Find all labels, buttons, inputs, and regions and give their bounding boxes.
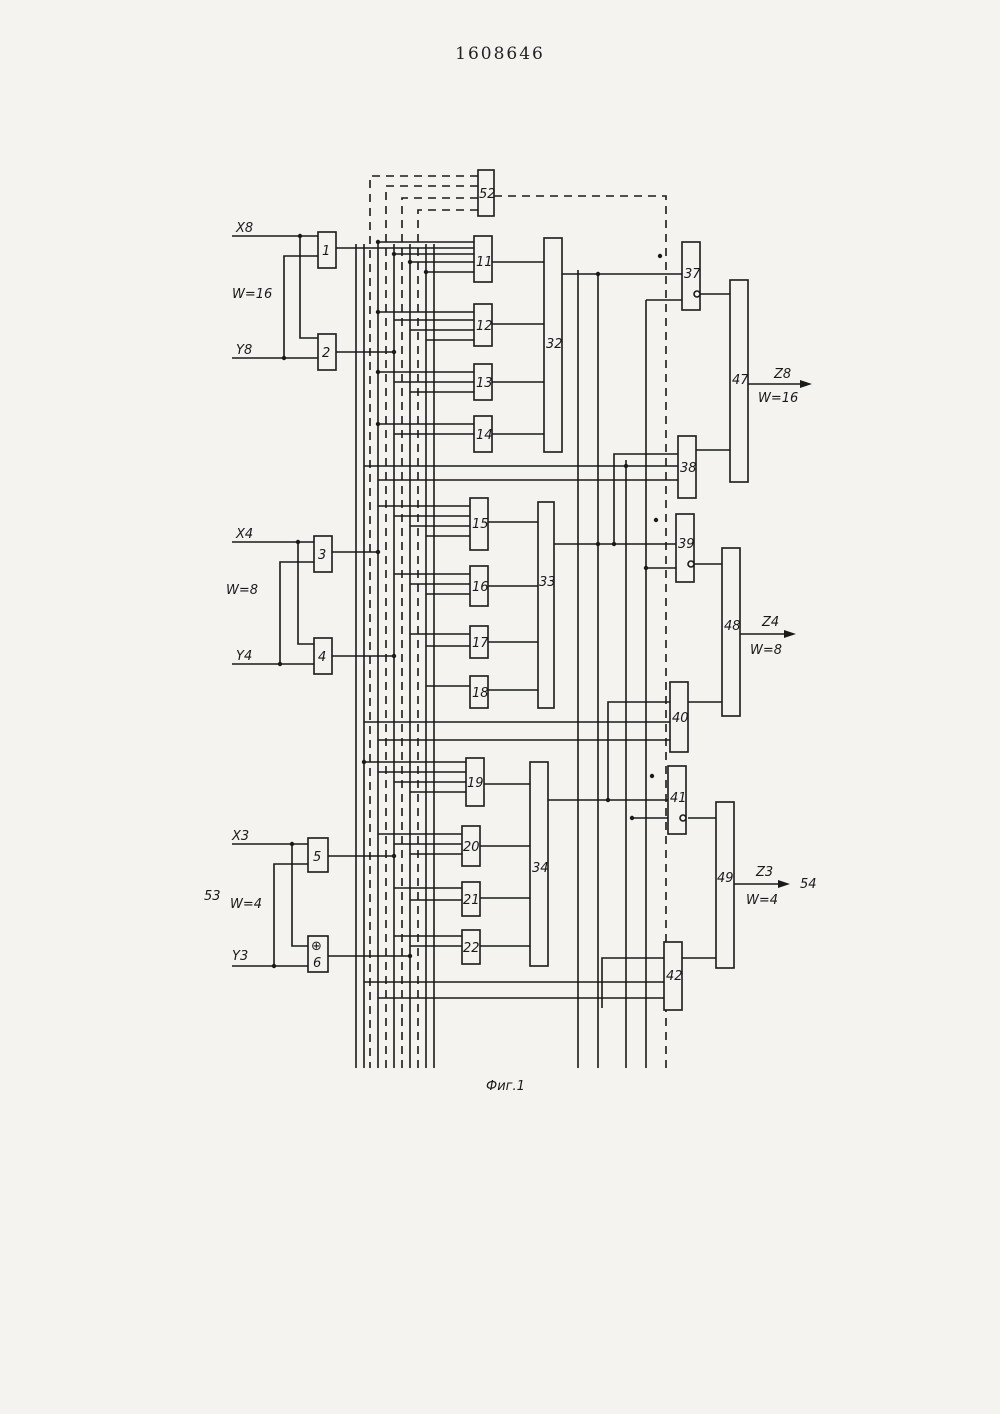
block-3: 3 bbox=[314, 536, 332, 572]
svg-text:33: 33 bbox=[539, 575, 556, 590]
block-17: 17 bbox=[470, 626, 489, 658]
block-42: 42 bbox=[664, 942, 683, 1010]
block-21: 21 bbox=[462, 882, 480, 916]
svg-text:2: 2 bbox=[322, 346, 330, 361]
block-20: 20 bbox=[462, 826, 480, 866]
dashed-control-lines bbox=[370, 176, 666, 1072]
width-4-label: W=4 bbox=[230, 897, 262, 912]
block-14: 14 bbox=[474, 416, 493, 452]
block-33: 33 bbox=[538, 502, 556, 708]
svg-text:34: 34 bbox=[532, 861, 549, 876]
svg-text:38: 38 bbox=[680, 461, 697, 476]
block-1: 1 bbox=[318, 232, 336, 268]
block-6-xor: ⊕ 6 bbox=[308, 936, 328, 972]
block-40: 40 bbox=[670, 682, 689, 752]
svg-text:49: 49 bbox=[717, 871, 734, 886]
input-y4-label: Y4 bbox=[236, 649, 252, 664]
block-37: 37 bbox=[682, 242, 701, 310]
block-12: 12 bbox=[474, 304, 493, 346]
input-x3-label: X3 bbox=[231, 829, 249, 844]
input-y3-label: Y3 bbox=[232, 949, 248, 964]
svg-text:21: 21 bbox=[463, 893, 480, 908]
block-32: 32 bbox=[544, 238, 563, 452]
block-38: 38 bbox=[678, 436, 697, 498]
input-x4-label: X4 bbox=[235, 527, 253, 542]
svg-text:6: 6 bbox=[313, 956, 321, 971]
svg-text:14: 14 bbox=[476, 428, 493, 443]
svg-text:11: 11 bbox=[476, 255, 493, 270]
svg-text:5: 5 bbox=[313, 850, 321, 865]
annotation-54: 54 bbox=[800, 877, 817, 892]
block-5: 5 bbox=[308, 838, 328, 872]
width-8-label: W=8 bbox=[226, 583, 258, 598]
block-49: 49 bbox=[716, 802, 734, 968]
svg-text:42: 42 bbox=[666, 969, 683, 984]
svg-text:3: 3 bbox=[318, 548, 326, 563]
block-52: 52 bbox=[478, 170, 496, 216]
input-y8-label: Y8 bbox=[236, 343, 252, 358]
annotation-53: 53 bbox=[204, 889, 221, 904]
bus-lines bbox=[356, 244, 646, 1068]
svg-text:15: 15 bbox=[472, 517, 489, 532]
svg-text:48: 48 bbox=[724, 619, 741, 634]
block-34: 34 bbox=[530, 762, 549, 966]
svg-text:22: 22 bbox=[463, 941, 480, 956]
block-41: 41 bbox=[668, 766, 687, 834]
svg-text:47: 47 bbox=[732, 373, 749, 388]
svg-text:19: 19 bbox=[467, 776, 484, 791]
svg-text:12: 12 bbox=[476, 319, 493, 334]
output-z4-label: Z4 bbox=[761, 615, 779, 630]
block-4: 4 bbox=[314, 638, 332, 674]
svg-text:20: 20 bbox=[463, 840, 480, 855]
svg-text:37: 37 bbox=[684, 267, 701, 282]
svg-text:32: 32 bbox=[546, 337, 563, 352]
block-39: 39 bbox=[676, 514, 695, 582]
svg-text:18: 18 bbox=[472, 686, 489, 701]
svg-text:40: 40 bbox=[672, 711, 689, 726]
bus-to-blocks bbox=[364, 242, 474, 946]
block-15: 15 bbox=[470, 498, 489, 550]
block-2: 2 bbox=[318, 334, 336, 370]
block-16: 16 bbox=[470, 566, 489, 606]
output-width-16-label: W=16 bbox=[758, 391, 798, 406]
output-z3-label: Z3 bbox=[755, 865, 773, 880]
output-width-4-label: W=4 bbox=[746, 893, 778, 908]
block-22: 22 bbox=[462, 930, 480, 964]
output-width-8-label: W=8 bbox=[750, 643, 782, 658]
svg-text:4: 4 bbox=[318, 650, 326, 665]
svg-text:13: 13 bbox=[476, 376, 493, 391]
svg-text:16: 16 bbox=[472, 580, 489, 595]
block-48: 48 bbox=[722, 548, 741, 716]
block-19: 19 bbox=[466, 758, 484, 806]
width-16-label: W=16 bbox=[232, 287, 272, 302]
block-13: 13 bbox=[474, 364, 493, 400]
block-47: 47 bbox=[730, 280, 749, 482]
output-z8-label: Z8 bbox=[773, 367, 791, 382]
figure-caption: Фиг.1 bbox=[486, 1079, 525, 1094]
svg-text:17: 17 bbox=[472, 636, 489, 651]
block-11: 11 bbox=[474, 236, 493, 282]
svg-text:52: 52 bbox=[479, 187, 496, 202]
svg-text:41: 41 bbox=[670, 791, 687, 806]
svg-text:1: 1 bbox=[322, 244, 330, 259]
input-wiring bbox=[232, 236, 474, 966]
xor-symbol: ⊕ bbox=[311, 939, 322, 954]
block-18: 18 bbox=[470, 676, 489, 708]
input-x8-label: X8 bbox=[235, 221, 253, 236]
svg-text:39: 39 bbox=[678, 537, 695, 552]
